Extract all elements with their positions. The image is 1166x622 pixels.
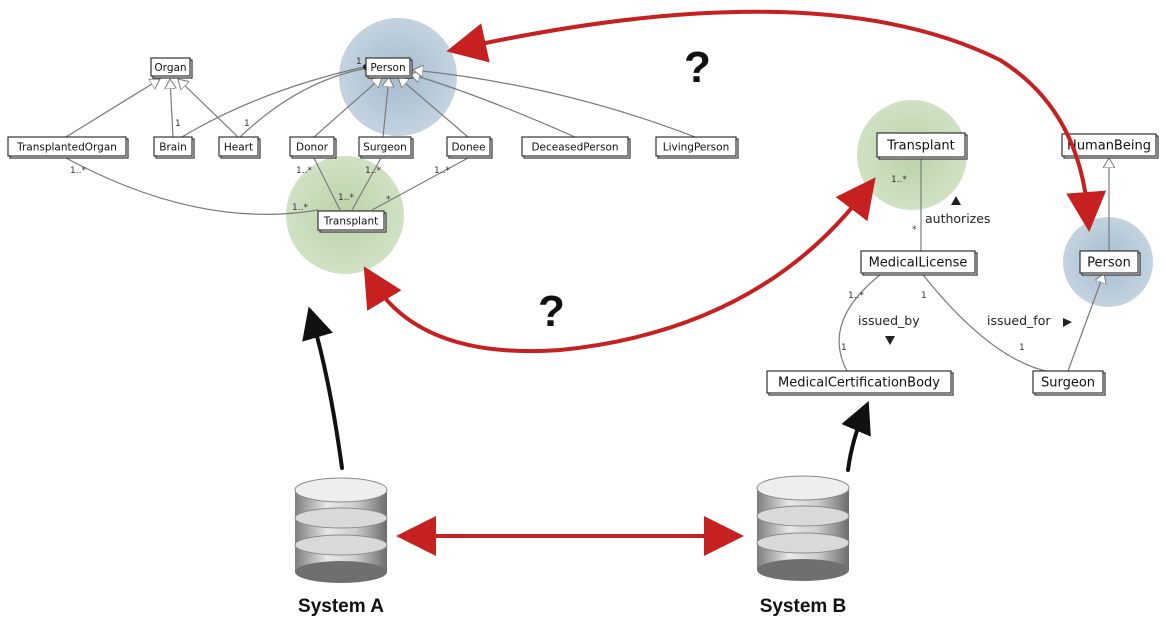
class-transplanted-organ: TransplantedOrgan: [7, 136, 129, 159]
class-living-person: LivingPerson: [655, 136, 739, 159]
svg-text:Donor: Donor: [296, 142, 329, 154]
svg-text:Person: Person: [1087, 256, 1131, 271]
mult-heart-top: 1: [244, 119, 250, 129]
class-brain: Brain: [153, 136, 195, 159]
svg-text:Heart: Heart: [224, 142, 253, 154]
system-b-database-icon: [756, 475, 850, 581]
mult-transplant-mid: 1..*: [338, 193, 354, 203]
mult-transplant-left: 1..*: [292, 203, 308, 213]
class-deceased-person: DeceasedPerson: [521, 136, 631, 159]
class-donee: Donee: [446, 136, 493, 159]
svg-text:DeceasedPerson: DeceasedPerson: [531, 142, 618, 154]
system-b-extract-arrow: [841, 400, 871, 472]
mult-organ-side: 1..*: [70, 166, 86, 176]
mult-surgeon-side: 1..*: [365, 166, 381, 176]
issued-by-direction-icon: [885, 336, 895, 345]
mult-transplant-right: *: [386, 195, 391, 205]
svg-text:Transplant: Transplant: [886, 139, 955, 154]
mult-brain-top: 1: [175, 119, 181, 129]
class-surgeon-a: Surgeon: [358, 136, 414, 159]
svg-text:Person: Person: [370, 62, 405, 74]
transplant-mapping-arrow: [363, 177, 876, 354]
class-transplant-a: Transplant: [317, 210, 387, 233]
class-transplant-b: Transplant: [876, 132, 968, 160]
system-b-label: System B: [760, 596, 847, 617]
rel-authorizes: authorizes: [925, 211, 990, 226]
person-mapping-arrow: [446, 9, 1107, 232]
mult-donor-side: 1..*: [296, 166, 312, 176]
system-a-database-icon: [294, 477, 388, 583]
system-a-label: System A: [298, 596, 384, 617]
svg-text:MedicalCertificationBody: MedicalCertificationBody: [778, 376, 940, 391]
mult-b-transplant-bottom: 1..*: [891, 175, 907, 185]
svg-text:Surgeon: Surgeon: [363, 142, 407, 154]
mult-b-surgeon-top: 1: [1019, 343, 1025, 353]
svg-text:TransplantedOrgan: TransplantedOrgan: [16, 142, 117, 154]
authorizes-direction-icon: [951, 196, 961, 205]
issued-for-direction-icon: [1063, 318, 1072, 327]
system-a-extract-arrow: [302, 306, 344, 470]
svg-text:Donee: Donee: [451, 142, 485, 154]
rel-issued-by: issued_by: [858, 313, 920, 328]
class-donor: Donor: [289, 136, 337, 159]
class-person-a: Person: [365, 57, 413, 79]
question-mark-bottom: ?: [538, 287, 565, 336]
question-mark-top: ?: [684, 43, 711, 92]
svg-text:LivingPerson: LivingPerson: [663, 142, 730, 154]
system-b-generalizations: [1067, 158, 1109, 372]
class-heart: Heart: [218, 136, 261, 159]
class-surgeon-b: Surgeon: [1032, 370, 1106, 396]
class-medical-certification-body: MedicalCertificationBody: [766, 370, 954, 396]
svg-text:HumanBeing: HumanBeing: [1067, 139, 1151, 154]
mult-donee-side: 1..*: [434, 166, 450, 176]
svg-text:Organ: Organ: [154, 62, 186, 74]
mult-b-license-right: 1: [921, 291, 927, 301]
svg-text:Transplant: Transplant: [323, 216, 379, 228]
rel-issued-for: issued_for: [987, 313, 1051, 328]
class-organ: Organ: [150, 57, 193, 79]
mult-b-license-left: 1..*: [848, 291, 864, 301]
svg-text:Brain: Brain: [159, 142, 187, 154]
class-person-b: Person: [1079, 250, 1141, 276]
mult-b-license-top: *: [912, 225, 917, 235]
mult-b-cert-body-top: 1: [841, 343, 847, 353]
svg-text:MedicalLicense: MedicalLicense: [869, 256, 968, 271]
mult-person-top: 1: [356, 57, 362, 67]
class-medical-license: MedicalLicense: [860, 250, 978, 276]
svg-text:Surgeon: Surgeon: [1041, 376, 1095, 391]
